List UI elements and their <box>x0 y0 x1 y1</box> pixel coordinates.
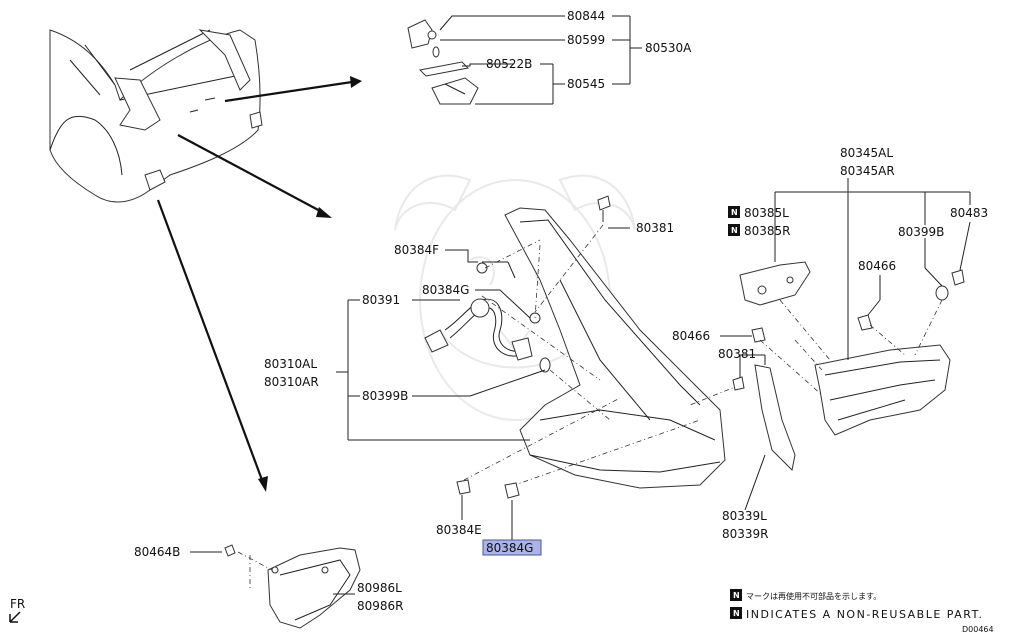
non-reusable-mark-letter: N <box>733 609 740 618</box>
front-direction-indicator: FR <box>9 597 25 623</box>
label-80384G-highlight[interactable]: 80384G <box>486 541 533 555</box>
label-80385L: 80385L <box>744 206 789 220</box>
diagram-code: D00464 <box>962 625 994 634</box>
fr-label: FR <box>10 597 25 611</box>
label-80384F: 80384F <box>394 243 439 257</box>
non-reusable-mark-80385l <box>728 206 740 218</box>
reflector-lamp <box>237 547 361 629</box>
label-80391: 80391 <box>362 293 400 307</box>
label-80384E: 80384E <box>436 523 482 537</box>
label-80384G-top: 80384G <box>422 283 469 297</box>
non-reusable-mark-letter: N <box>731 226 738 235</box>
leader-lines <box>190 178 971 595</box>
label-80599: 80599 <box>567 33 605 47</box>
fasteners <box>224 314 873 557</box>
label-80483: 80483 <box>950 206 988 220</box>
non-reusable-mark-note-jp <box>730 589 742 601</box>
label-80310AL: 80310AL <box>264 357 317 371</box>
vehicle-rear-illustration <box>49 29 263 203</box>
centerlines-main <box>463 224 741 487</box>
inner-lamp-assembly <box>739 261 965 436</box>
non-reusable-mark-letter: N <box>731 208 738 217</box>
highlighted-part-box <box>482 539 542 556</box>
label-80385R: 80385R <box>744 224 791 238</box>
label-80310AR: 80310AR <box>264 375 319 389</box>
centerlines-right <box>759 299 943 396</box>
label-80399B-right: 80399B <box>898 225 944 239</box>
label-80339L: 80339L <box>722 509 767 523</box>
socket-harness <box>424 195 611 373</box>
label-80986L: 80986L <box>357 581 402 595</box>
non-reusable-mark-note-en <box>730 607 742 619</box>
label-80399B-left: 80399B <box>362 389 408 403</box>
label-80381-top: 80381 <box>636 221 674 235</box>
non-reusable-mark-letter: N <box>733 591 740 600</box>
label-80466-mid: 80466 <box>672 329 710 343</box>
label-80381-mid: 80381 <box>718 347 756 361</box>
callout-arrows <box>156 76 362 492</box>
non-reusable-mark-80385r <box>728 224 740 236</box>
label-80466-top: 80466 <box>858 259 896 273</box>
label-80844: 80844 <box>567 9 605 23</box>
fr-arrow-icon <box>9 611 21 623</box>
trim-panel <box>754 364 796 472</box>
license-lamp-group <box>407 15 642 105</box>
tail-lamp-assembly <box>504 207 726 489</box>
part-labels: 80844 80599 80530A 80522B 80545 80345AL … <box>134 9 988 613</box>
label-80345AL: 80345AL <box>840 146 893 160</box>
label-80530A: 80530A <box>645 41 692 55</box>
legend-notes: N マークは再使用不可部品を示します。 N INDICATES A NON-RE… <box>730 589 994 634</box>
label-80522B: 80522B <box>486 57 532 71</box>
label-80345AR: 80345AR <box>840 164 895 178</box>
label-80545: 80545 <box>567 77 605 91</box>
label-80986R: 80986R <box>357 599 404 613</box>
note-english: INDICATES A NON-REUSABLE PART. <box>746 608 983 621</box>
label-80464B: 80464B <box>134 545 180 559</box>
note-japanese: マークは再使用不可部品を示します。 <box>746 591 881 601</box>
label-80339R: 80339R <box>722 527 769 541</box>
